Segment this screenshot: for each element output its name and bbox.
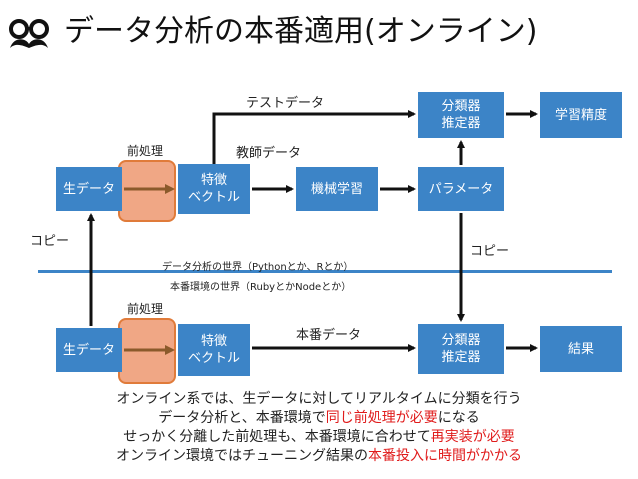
preprocess-label-bottom: 前処理 <box>127 302 164 316</box>
caption-line-3-pre: せっかく分離した前処理も、本番環境に合わせて <box>123 429 431 445</box>
caption-line-2-highlight: 同じ前処理が必要 <box>325 410 438 426</box>
caption-line-2-post: になる <box>437 410 480 426</box>
raw-data-box-top: 生データ <box>56 167 122 211</box>
classifier-box-bottom: 分類器 推定器 <box>418 324 504 374</box>
classifier-line2-bottom: 推定器 <box>441 350 481 365</box>
feature-vector-box-bottom: 特徴 ベクトル <box>178 324 250 376</box>
result-box: 結果 <box>540 326 622 372</box>
caption-line-1-text: オンライン系では、生データに対してリアルタイムに分類を行う <box>116 391 522 407</box>
test-data-label: テストデータ <box>246 96 325 111</box>
accuracy-box: 学習精度 <box>540 92 622 138</box>
caption-line-4-pre: オンライン環境ではチューニング結果の <box>116 448 368 464</box>
parameter-label: パラメータ <box>428 181 494 197</box>
raw-data-box-bottom: 生データ <box>56 328 122 372</box>
feature-vector-line2-top: ベクトル <box>187 190 240 205</box>
prod-data-label: 本番データ <box>296 328 362 343</box>
caption-line-1: オンライン系では、生データに対してリアルタイムに分類を行う <box>0 390 638 409</box>
teacher-data-label: 教師データ <box>236 146 302 161</box>
machine-learning-label: 機械学習 <box>310 181 363 197</box>
classifier-box-top: 分類器 推定器 <box>418 92 504 138</box>
arrow-test-data <box>212 110 416 164</box>
feature-vector-line1-bottom: 特徴 <box>200 334 227 349</box>
caption-line-3-highlight: 再実装が必要 <box>430 429 515 445</box>
feature-vector-box-top: 特徴 ベクトル <box>178 164 250 214</box>
raw-data-label-top: 生データ <box>62 181 115 197</box>
world-divider <box>38 270 612 273</box>
parameter-box: パラメータ <box>418 167 504 211</box>
raw-data-label-bottom: 生データ <box>62 342 115 358</box>
classifier-line1-bottom: 分類器 <box>441 333 481 348</box>
machine-learning-box: 機械学習 <box>296 167 378 211</box>
caption-line-2-pre: データ分析と、本番環境で <box>158 410 326 426</box>
caption-line-2: データ分析と、本番環境で同じ前処理が必要になる <box>0 409 638 428</box>
caption-line-4-highlight: 本番投入に時間がかかる <box>368 448 522 464</box>
feature-vector-line2-bottom: ベクトル <box>187 351 240 366</box>
analysis-world-label: データ分析の世界（Pythonとか、Rとか） <box>162 262 354 273</box>
accuracy-label: 学習精度 <box>554 107 607 123</box>
copy-right-label: コピー <box>470 244 510 259</box>
caption-line-3: せっかく分離した前処理も、本番環境に合わせて再実装が必要 <box>0 428 638 447</box>
copy-left-label: コピー <box>30 234 70 249</box>
preprocess-label-top: 前処理 <box>127 144 164 158</box>
caption-line-4: オンライン環境ではチューニング結果の本番投入に時間がかかる <box>0 447 638 466</box>
page-title: データ分析の本番適用(オンライン) <box>64 14 538 49</box>
production-world-label: 本番環境の世界（RubyとかNodeとか） <box>170 282 352 293</box>
classifier-line2-top: 推定器 <box>441 116 481 131</box>
glasses-mustache-icon <box>6 18 56 58</box>
feature-vector-line1-top: 特徴 <box>200 173 227 188</box>
result-label: 結果 <box>567 341 594 357</box>
classifier-line1-top: 分類器 <box>441 99 481 114</box>
